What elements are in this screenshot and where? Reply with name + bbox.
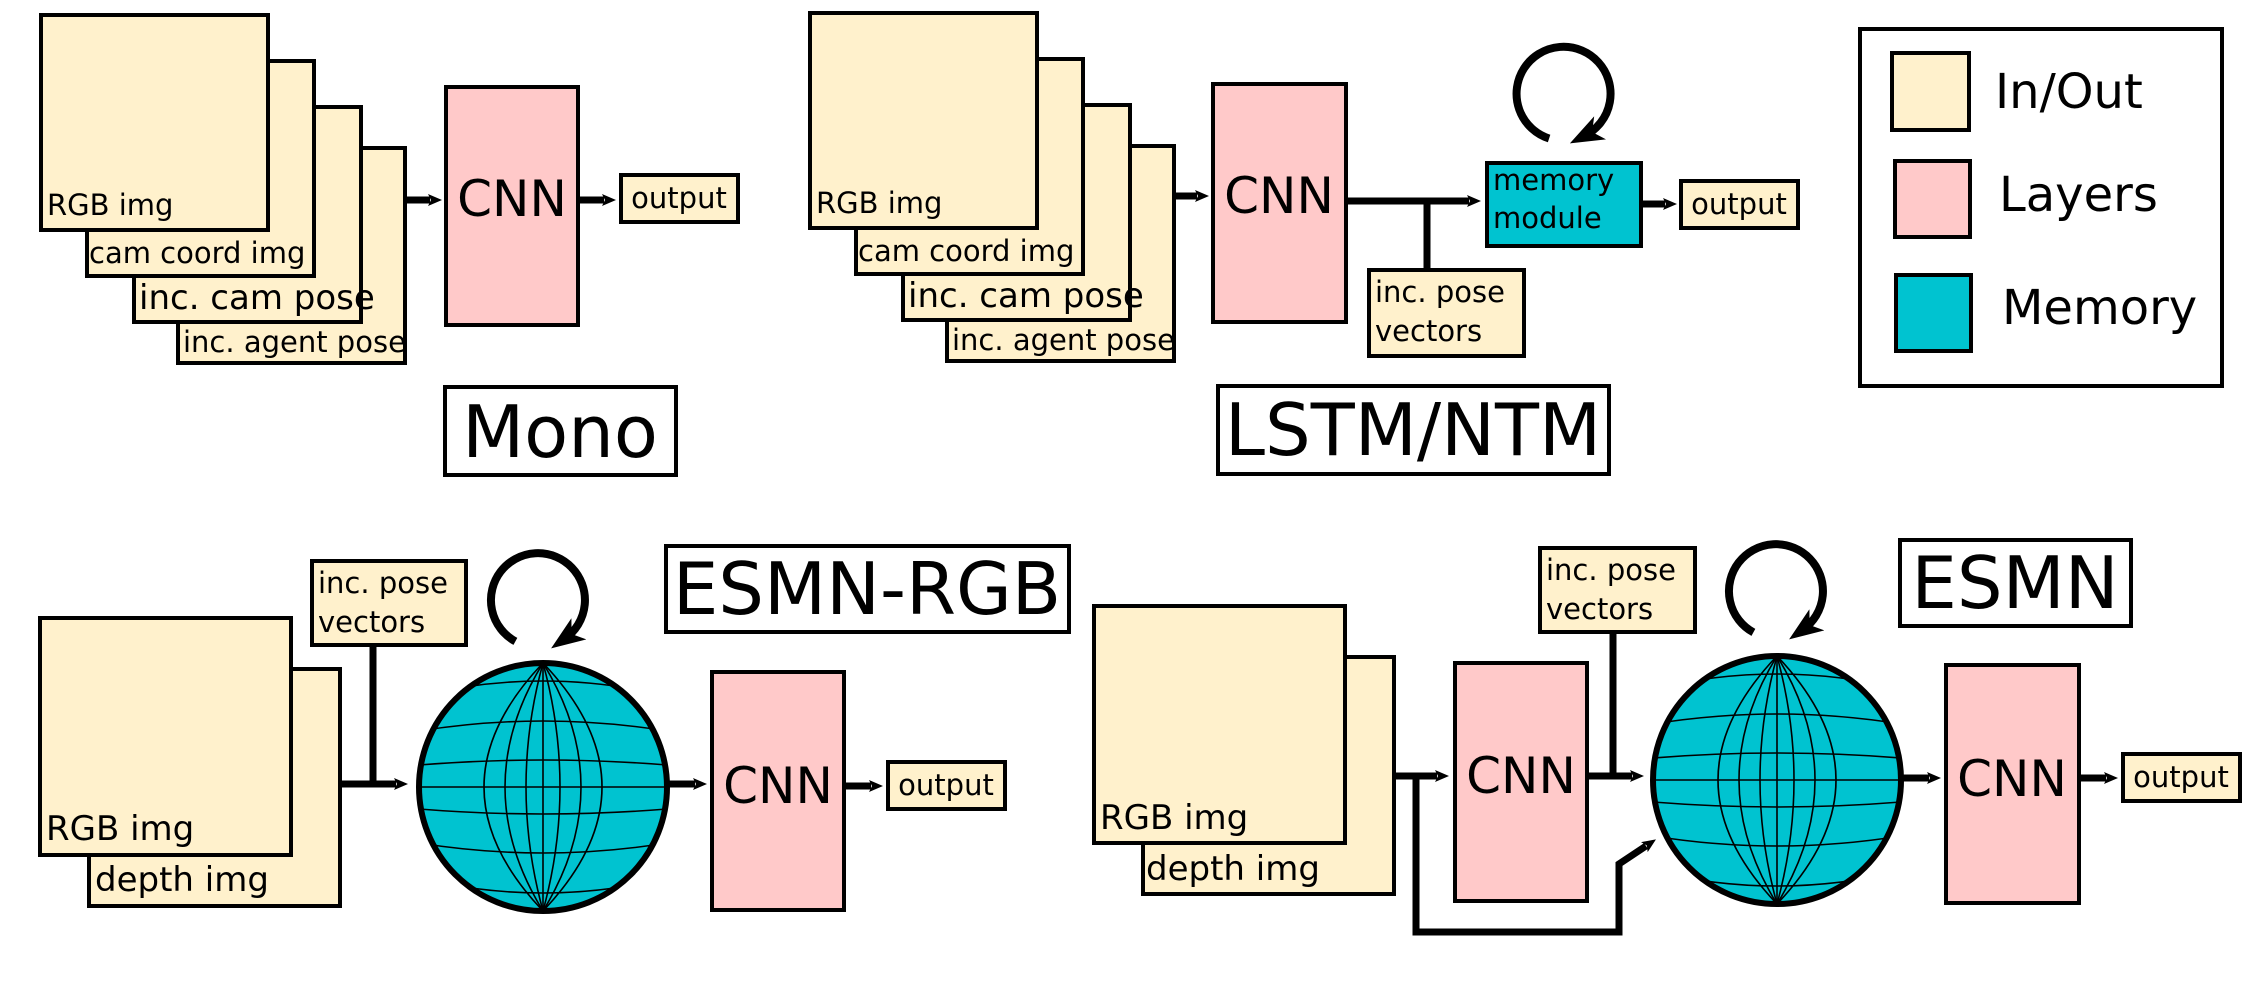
esmn-rgb-input-rgb [38,616,293,857]
lstm-title-box [1216,384,1611,476]
legend-swatch-memory [1894,273,1973,353]
esmn-pose-label-1: inc. pose [1546,553,1676,587]
legend-label-memory: Memory [2002,280,2197,336]
esmn-spatial-memory-globe-icon [1650,653,1904,907]
mono-input-cam-coord-label: cam coord img [89,236,305,270]
lstm-cnn-label: CNN [1224,167,1334,225]
esmn-output-label: output [2133,760,2229,794]
lstm-cnn [1211,82,1348,324]
lstm-input-rgb-label: RGB img [816,186,942,220]
esmn-rgb-output [886,760,1007,811]
lstm-input-rgb [808,11,1039,230]
esmn-recurrence-loop-icon [1724,540,1827,640]
esmn-rgb-cnn-label: CNN [723,757,833,815]
lstm-input-cam-coord-label: cam coord img [858,234,1074,268]
mono-input-cam-pose-label: inc. cam pose [139,278,375,318]
esmn-rgb-pose-vectors [310,559,468,647]
esmn-pose-label-2: vectors [1546,592,1653,626]
esmn-title-box [1898,538,2133,628]
esmn-rgb-input-depth-label: depth img [95,860,269,900]
legend: In/Out Layers Memory [1858,27,2224,388]
esmn-rgb-pose-label-2: vectors [318,605,425,639]
esmn-output [2121,752,2242,803]
lstm-diagram: inc. agent pose inc. cam pose cam coord … [808,11,1800,476]
mono-cnn [444,85,580,327]
esmn-title: ESMN [1911,541,2118,625]
esmn-rgb-recurrence-loop-icon [486,549,589,649]
mono-input-agent-pose-label: inc. agent pose [183,325,406,359]
lstm-title: LSTM/NTM [1225,388,1601,472]
esmn-cnn-pre-label: CNN [1466,747,1576,805]
lstm-input-cam-pose-label: inc. cam pose [908,276,1144,316]
esmn-pose-vectors [1538,546,1697,634]
esmn-cnn-post-label: CNN [1957,750,2067,808]
lstm-pose-label-1: inc. pose [1375,275,1505,309]
mono-output [619,173,740,224]
esmn-rgb-title-box [664,544,1071,634]
lstm-pose-label-2: vectors [1375,314,1482,348]
lstm-output [1679,179,1800,230]
esmn-cnn-post [1944,663,2081,905]
legend-swatch-layers [1893,159,1972,239]
legend-label-layers: Layers [1999,167,2158,223]
esmn-rgb-output-label: output [898,768,994,802]
lstm-pose-vectors [1367,268,1526,358]
esmn-rgb-cnn [710,670,846,912]
legend-label-in-out: In/Out [1995,64,2143,120]
mono-diagram: inc. agent pose inc. cam pose cam coord … [39,13,740,477]
esmn-rgb-title: ESMN-RGB [673,547,1061,631]
lstm-output-label: output [1691,187,1787,221]
esmn-rgb-input-rgb-label: RGB img [46,809,194,849]
lstm-memory-label-1: memory [1493,163,1614,197]
mono-input-rgb [39,13,270,232]
esmn-skip-connection [1412,776,1656,936]
esmn-input-rgb [1092,604,1347,845]
esmn-input-rgb-label: RGB img [1100,798,1248,838]
mono-output-label: output [631,181,727,215]
mono-cnn-label: CNN [457,170,567,228]
legend-swatch-in-out [1890,51,1971,132]
esmn-rgb-diagram: depth img RGB img inc. pose vectors [38,544,1071,914]
lstm-input-agent-pose-label: inc. agent pose [952,323,1175,357]
mono-input-rgb-label: RGB img [47,188,173,222]
lstm-recurrence-loop-icon [1512,42,1615,144]
mono-title-box [443,385,678,477]
esmn-input-depth-label: depth img [1146,849,1320,889]
esmn-rgb-pose-label-1: inc. pose [318,566,448,600]
esmn-cnn-pre [1453,661,1589,903]
lstm-memory-label-2: module [1493,201,1602,235]
esmn-diagram: depth img RGB img CNN inc. pose vectors [1092,538,2242,936]
esmn-rgb-spatial-memory-globe-icon [416,660,670,914]
mono-title: Mono [462,390,658,474]
